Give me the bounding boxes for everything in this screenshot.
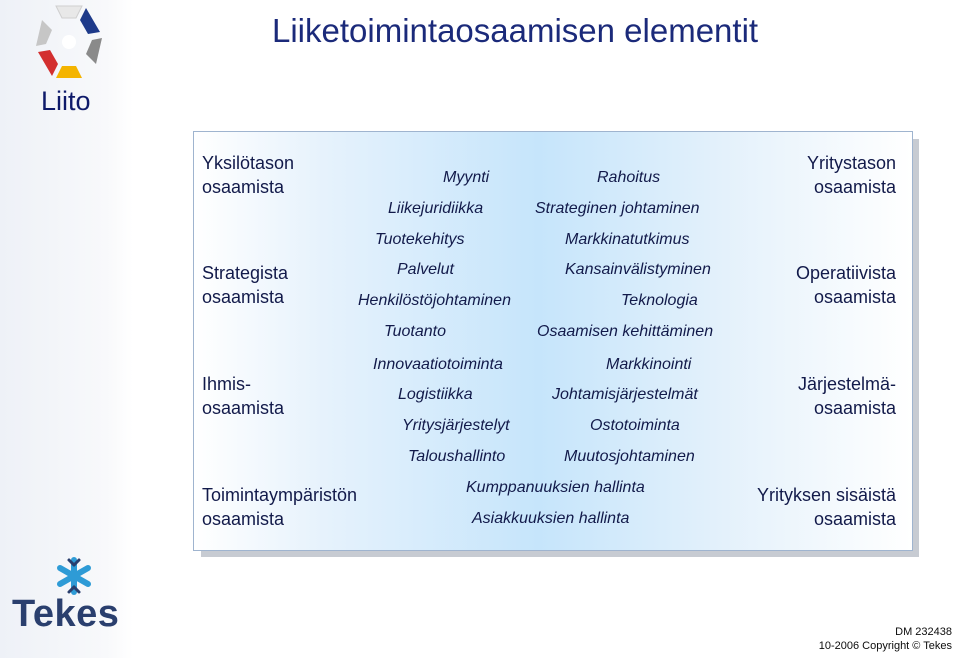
element-item: Markkinointi bbox=[606, 356, 692, 373]
element-item: Taloushallinto bbox=[408, 448, 506, 465]
element-item: Innovaatiotoiminta bbox=[373, 356, 503, 373]
document-id: DM 232438 bbox=[895, 626, 952, 638]
element-item: Strateginen johtaminen bbox=[535, 200, 700, 217]
element-item: Rahoitus bbox=[597, 169, 661, 186]
element-item: Muutosjohtaminen bbox=[564, 448, 695, 465]
tekes-logo-icon bbox=[57, 557, 91, 595]
label-jarjestelma: Järjestelmä-osaamista bbox=[797, 374, 896, 418]
left-background-band bbox=[0, 0, 133, 658]
tekes-logo-text: Tekes bbox=[12, 593, 120, 635]
element-item: Ostotoiminta bbox=[590, 417, 680, 434]
page-title: Liiketoimintaosaamisen elementit bbox=[272, 12, 759, 49]
element-item: Tuotanto bbox=[384, 323, 446, 340]
copyright-text: 10-2006 Copyright © Tekes bbox=[818, 640, 952, 652]
label-ihmis: Ihmis-osaamista bbox=[202, 374, 285, 418]
element-item: Kumppanuuksien hallinta bbox=[466, 479, 645, 496]
element-item: Osaamisen kehittäminen bbox=[537, 323, 714, 340]
element-item: Teknologia bbox=[621, 292, 698, 309]
element-item: Logistiikka bbox=[398, 386, 473, 403]
element-item: Markkinatutkimus bbox=[565, 231, 690, 248]
element-item: Johtamisjärjestelmät bbox=[552, 386, 698, 403]
element-item: Tuotekehitys bbox=[375, 231, 465, 248]
liito-logo-text: Liito bbox=[41, 86, 91, 116]
element-item: Palvelut bbox=[397, 261, 454, 278]
element-item: Yritysjärjestelyt bbox=[402, 417, 510, 434]
element-item: Kansainvälistyminen bbox=[565, 261, 711, 278]
diagram-box bbox=[193, 131, 913, 551]
element-item: Henkilöstöjohtaminen bbox=[358, 292, 511, 309]
element-item: Myynti bbox=[443, 169, 490, 186]
liito-logo-icon bbox=[36, 5, 102, 78]
element-item: Liikejuridiikka bbox=[388, 200, 484, 217]
element-item: Asiakkuuksien hallinta bbox=[472, 510, 630, 527]
